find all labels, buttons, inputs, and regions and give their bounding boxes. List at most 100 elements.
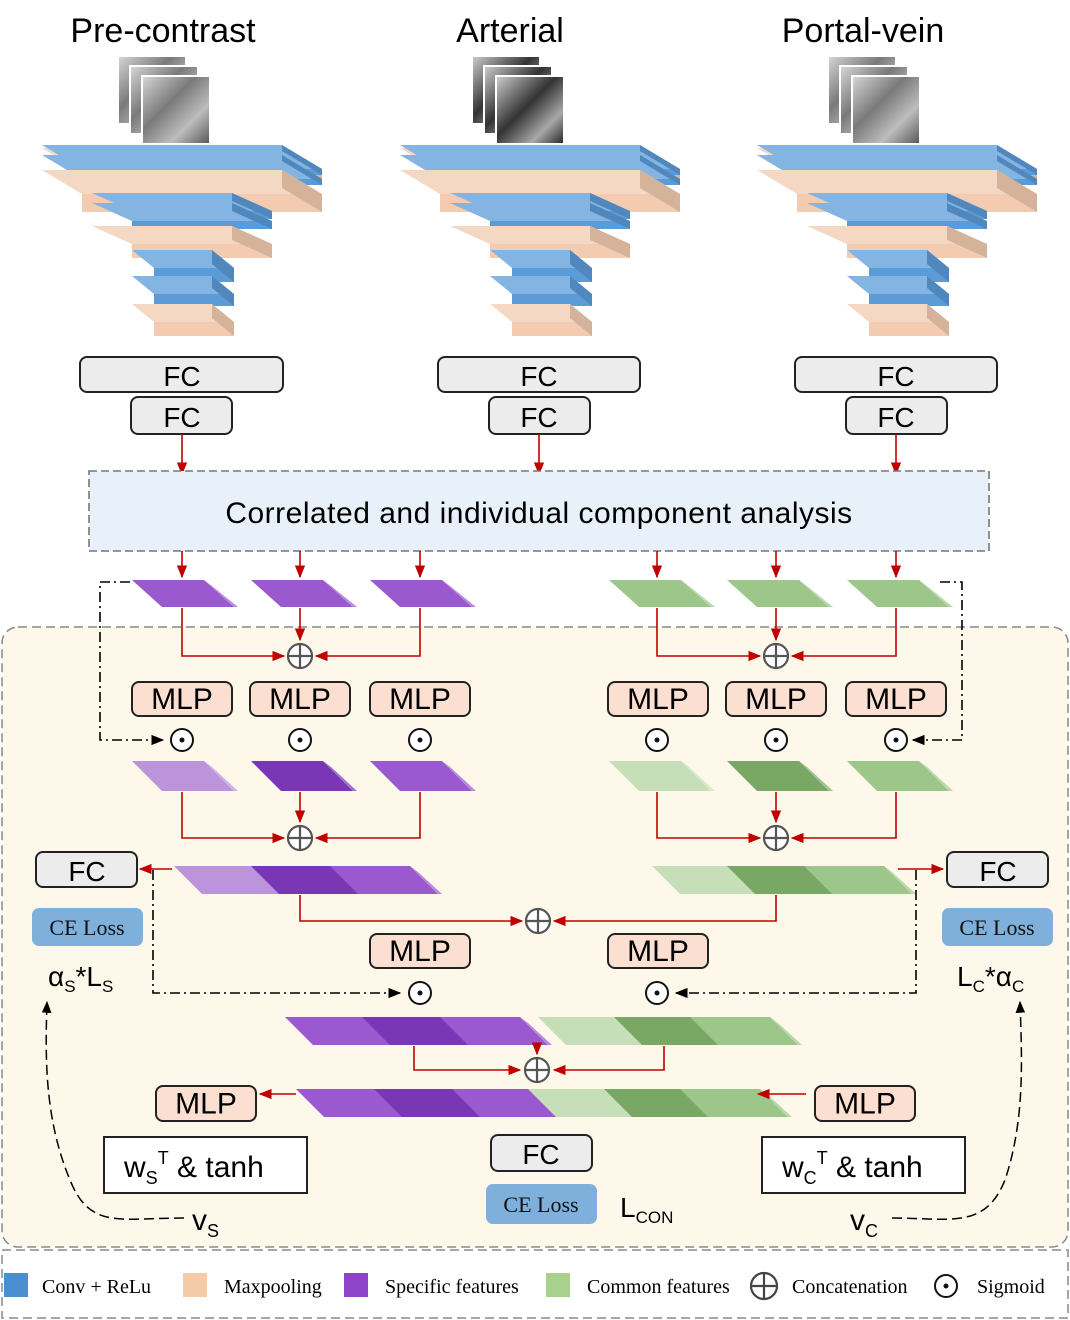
cica-label: Correlated and individual component anal… xyxy=(225,497,852,530)
ce-loss-label: CE Loss xyxy=(49,915,124,940)
mri-stack-portal-vein xyxy=(827,55,921,145)
concat-icon xyxy=(749,1271,779,1301)
legend-label: Maxpooling xyxy=(224,1276,322,1298)
concat-icon xyxy=(523,1056,551,1084)
connector xyxy=(656,608,762,662)
connector xyxy=(790,792,897,844)
sigmoid-icon xyxy=(408,981,432,1005)
mlp-block: MLP xyxy=(369,933,471,969)
mlp-block: MLP xyxy=(845,681,947,717)
mlp-block: MLP xyxy=(131,681,233,717)
maxpool-layer xyxy=(490,304,592,336)
sigmoid-icon xyxy=(645,728,669,752)
common-weight-box: wCT & tanh xyxy=(761,1136,966,1194)
svg-text:wST & tanh: wST & tanh xyxy=(123,1148,264,1188)
legend-swatch-specific xyxy=(344,1273,368,1297)
fc-label: FC xyxy=(979,856,1016,887)
specific-final-segment xyxy=(440,1017,552,1045)
mlp-label: MLP xyxy=(269,683,331,716)
v-s-feedback-arrow xyxy=(41,1000,185,1221)
mlp-label: MLP xyxy=(389,683,451,716)
connector xyxy=(413,1046,522,1076)
concat-icon xyxy=(286,642,314,670)
mlp-label: MLP xyxy=(865,683,927,716)
connector xyxy=(790,608,897,662)
concat-icon xyxy=(524,907,552,935)
specific-weight-box: wST & tanh xyxy=(103,1136,308,1194)
specific-feature xyxy=(370,580,476,607)
fc-to-cica-arrows xyxy=(176,434,902,476)
connector xyxy=(552,1046,665,1076)
sigmoid-icon xyxy=(884,728,908,752)
common-final-segment xyxy=(690,1017,802,1045)
connector xyxy=(674,870,917,999)
mlp-label: MLP xyxy=(175,1088,237,1121)
legend-swatch-conv xyxy=(4,1273,28,1297)
legend-label: Common features xyxy=(587,1276,730,1298)
specific-feature-weighted xyxy=(132,761,238,791)
fc-label: FC xyxy=(163,402,200,433)
branch-title-arterial: Arterial xyxy=(456,12,564,50)
legend: Conv + ReLu Maxpooling Specific features… xyxy=(1,1249,1069,1319)
sigmoid-icon xyxy=(764,728,788,752)
concat-icon xyxy=(286,824,314,852)
legend-label: Conv + ReLu xyxy=(42,1276,151,1298)
mri-stack-arterial xyxy=(471,55,565,145)
concat-icon xyxy=(762,642,790,670)
fc-label: FC xyxy=(520,402,557,433)
sigmoid-icon xyxy=(170,728,194,752)
ce-loss-label: CE Loss xyxy=(503,1192,578,1217)
connector xyxy=(656,792,762,844)
fusion-network xyxy=(99,551,963,1117)
sigmoid-icon xyxy=(645,981,669,1005)
common-feature-weighted xyxy=(727,761,833,791)
mlp-label: MLP xyxy=(389,935,451,968)
conv-layer xyxy=(450,203,630,229)
common-feature xyxy=(727,580,833,607)
maxpool-layer xyxy=(132,304,234,336)
encoder-pyramid xyxy=(42,145,322,336)
combined-head: FC CE Loss LCON xyxy=(486,1134,673,1227)
sigmoid-icon xyxy=(934,1274,958,1298)
branch-fc-arterial: FC FC xyxy=(437,356,641,435)
mlp-block: MLP xyxy=(369,681,471,717)
mlp-label: MLP xyxy=(627,935,689,968)
maxpool-layer xyxy=(450,226,630,258)
legend-label: Specific features xyxy=(385,1276,519,1298)
connector xyxy=(181,792,286,844)
fc-label: FC xyxy=(877,361,914,392)
maxpool-layer xyxy=(847,304,949,336)
mlp-block: MLP xyxy=(155,1085,257,1122)
mlp-block: MLP xyxy=(814,1085,916,1122)
mlp-block: MLP xyxy=(607,933,709,969)
concat-icon xyxy=(762,824,790,852)
legend-swatch-maxpool xyxy=(183,1273,207,1297)
common-concat-segment xyxy=(804,866,916,894)
fc-label: FC xyxy=(520,361,557,392)
specific-loss-weight: αS*LS xyxy=(48,961,113,996)
specific-feature-weighted xyxy=(370,761,476,791)
v-s-label: vS xyxy=(192,1204,219,1241)
conv-layer xyxy=(490,276,592,306)
mlp-block: MLP xyxy=(725,681,827,717)
cica-box xyxy=(88,470,990,552)
branch-fc-portal-vein: FC FC xyxy=(794,356,998,435)
contrastive-loss: LCON xyxy=(620,1192,673,1227)
connector xyxy=(314,792,421,844)
legend-swatch-common xyxy=(546,1273,570,1297)
conv-layer xyxy=(132,276,234,306)
common-feature-weighted xyxy=(609,761,715,791)
specific-feature xyxy=(251,580,357,607)
common-feature xyxy=(847,580,953,607)
sigmoid-icon xyxy=(288,728,312,752)
branch-title-portal-vein: Portal-vein xyxy=(782,12,945,50)
connector xyxy=(314,608,421,662)
connector xyxy=(152,870,402,999)
sigmoid-icon xyxy=(408,728,432,752)
v-c-feedback-arrow xyxy=(891,1000,1026,1221)
mlp-block: MLP xyxy=(607,681,709,717)
mlp-label: MLP xyxy=(627,683,689,716)
encoder-pyramids xyxy=(42,145,1037,336)
conv-layer xyxy=(92,203,272,229)
